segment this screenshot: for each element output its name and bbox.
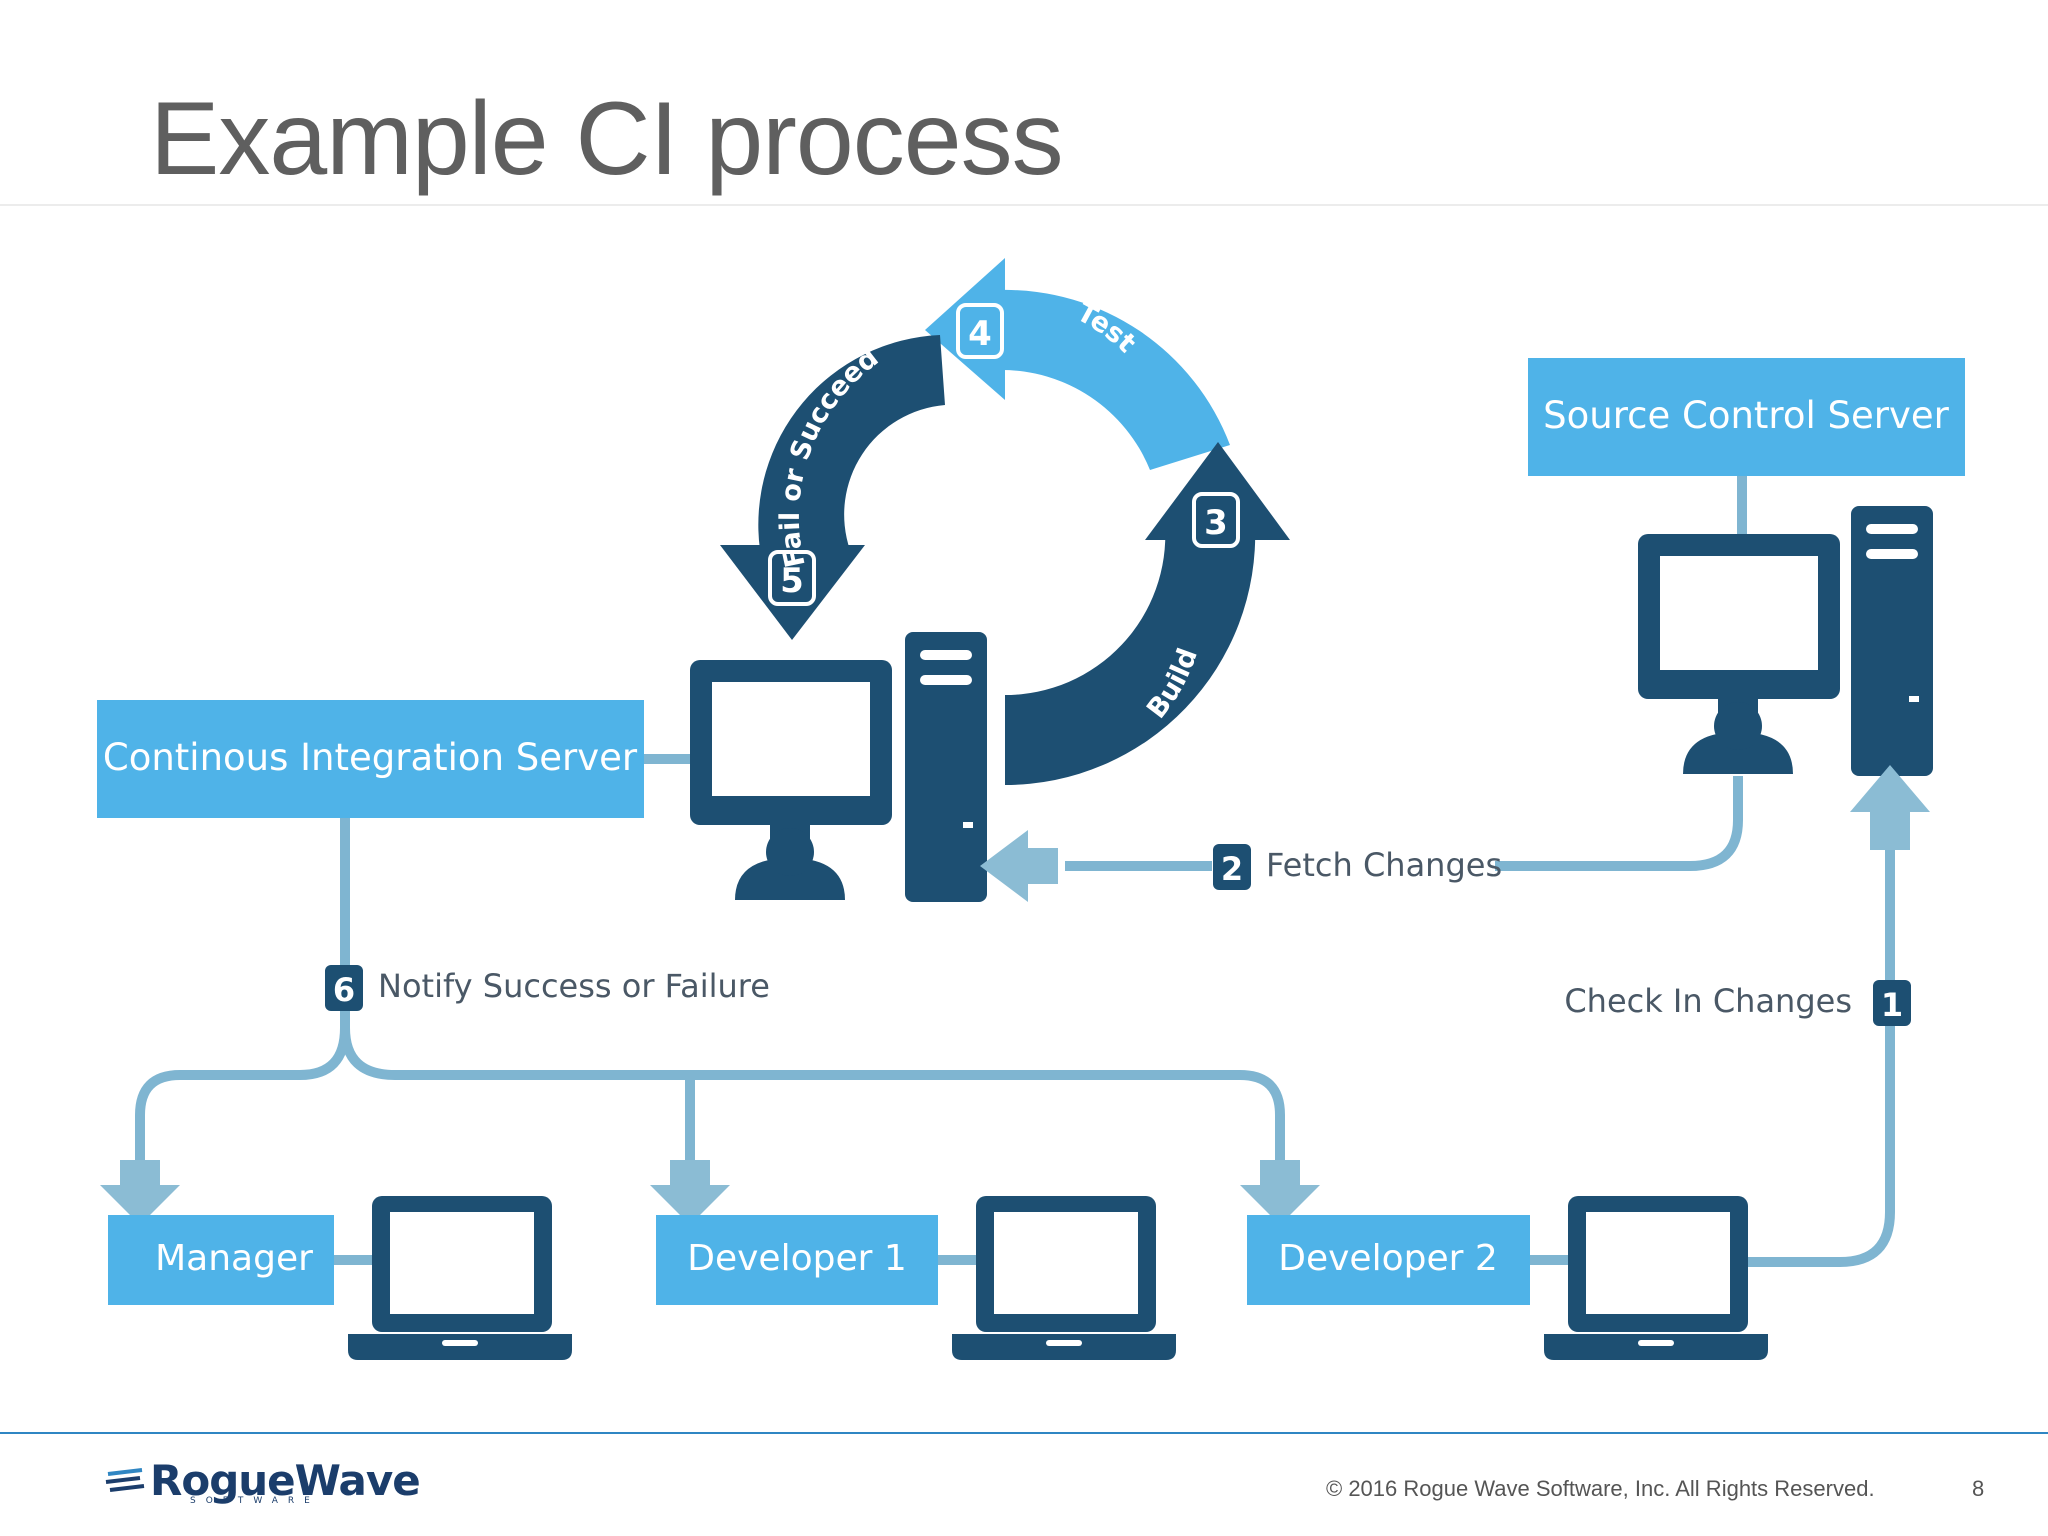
svg-text:Source Control Server: Source Control Server	[1543, 394, 1949, 437]
developer2-arrow	[1240, 1160, 1320, 1225]
ci-computer-icon	[690, 632, 987, 902]
title-divider	[0, 204, 2048, 206]
svg-text:4: 4	[968, 314, 992, 354]
cycle-arrows: Fail or Succeed Test Build 4 3 5	[720, 258, 1290, 786]
fail-arc	[758, 335, 945, 550]
brand-name: RogueWave	[150, 1456, 421, 1505]
step3-badge: 3	[1192, 492, 1240, 548]
svg-text:3: 3	[1204, 503, 1228, 543]
developer1-node: Developer 1	[656, 1215, 976, 1305]
svg-text:5: 5	[780, 561, 804, 601]
fetch-arrowhead	[980, 830, 1058, 902]
footer-divider	[0, 1432, 2048, 1434]
svg-text:Fetch Changes: Fetch Changes	[1266, 846, 1502, 884]
svg-text:Developer 2: Developer 2	[1278, 1238, 1498, 1279]
svg-text:1: 1	[1881, 986, 1903, 1024]
svg-text:Check In Changes: Check In Changes	[1564, 982, 1852, 1020]
step5-badge: 5	[768, 550, 816, 606]
test-arc	[1000, 289, 1230, 470]
notify-connector: 6 Notify Success or Failure	[100, 818, 1320, 1225]
manager-laptop-icon	[348, 1196, 572, 1360]
brand-subtitle: SOFTWARE	[190, 1496, 320, 1506]
step4-arrowhead	[925, 258, 1005, 400]
rogue-wave-logo-icon	[105, 1468, 145, 1492]
page-number: 8	[1972, 1476, 1985, 1501]
svg-text:2: 2	[1221, 850, 1243, 888]
svg-text:Continous Integration Server: Continous Integration Server	[103, 736, 638, 779]
ci-process-diagram: Fail or Succeed Test Build 4 3 5 Contino…	[97, 258, 1965, 1360]
svg-text:Developer 1: Developer 1	[687, 1238, 907, 1279]
developer1-arrow	[650, 1160, 730, 1225]
step4-badge: 4	[956, 303, 1004, 359]
developer1-laptop-icon	[952, 1196, 1176, 1360]
developer2-laptop-icon	[1544, 1196, 1768, 1360]
source-control-node: Source Control Server	[1528, 358, 1965, 534]
manager-node: Manager	[108, 1215, 372, 1305]
manager-arrow	[100, 1160, 180, 1225]
copyright-text: © 2016 Rogue Wave Software, Inc. All Rig…	[1326, 1476, 1875, 1501]
slide-title: Example CI process	[150, 81, 1064, 197]
check-in-arrowhead	[1850, 765, 1930, 850]
build-arc	[1005, 525, 1256, 786]
svg-text:Notify Success or Failure: Notify Success or Failure	[378, 967, 770, 1005]
source-control-computer-icon	[1638, 506, 1933, 776]
step3-arrowhead	[1145, 442, 1290, 540]
check-in-connector: 1 Check In Changes	[1564, 765, 1930, 1267]
developer2-node: Developer 2	[1247, 1215, 1568, 1305]
step5-arrowhead	[720, 545, 865, 640]
ci-server-node: Continous Integration Server	[97, 700, 690, 818]
svg-text:Manager: Manager	[155, 1238, 313, 1279]
fetch-changes-connector: 2 Fetch Changes	[980, 776, 1743, 902]
svg-text:6: 6	[333, 971, 355, 1009]
